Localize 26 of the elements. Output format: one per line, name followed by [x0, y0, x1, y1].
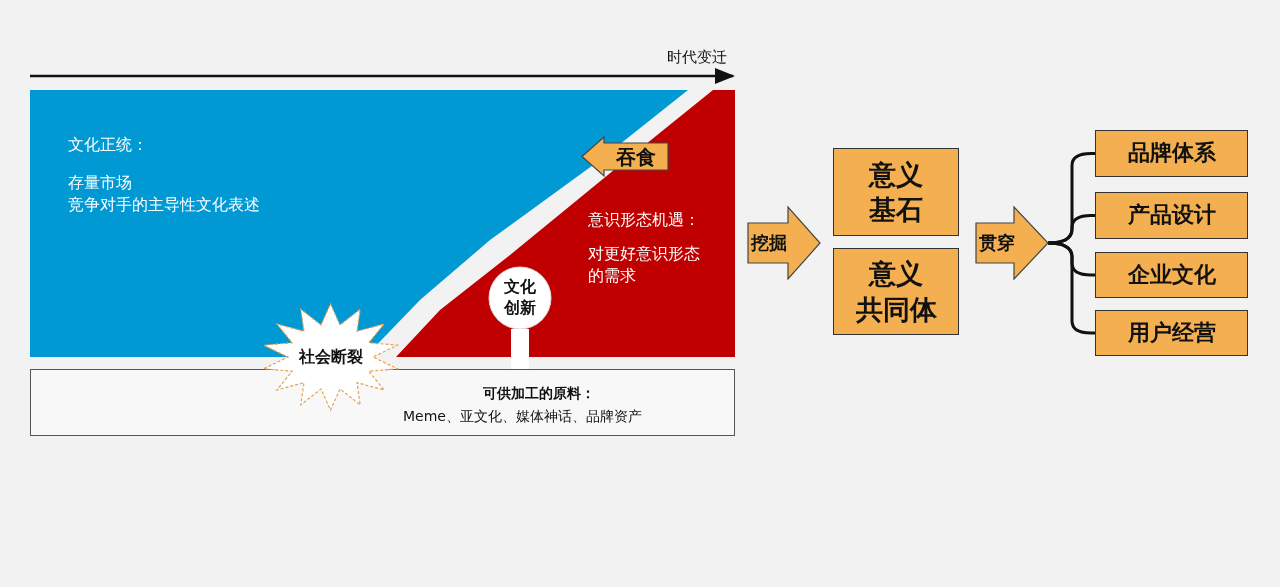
node-label: 企业文化 [1127, 261, 1216, 289]
heading: 可供加工的原料： [483, 384, 595, 403]
heading: 文化正统： [68, 134, 148, 156]
node-label: 社会断裂 [298, 347, 363, 367]
node-label: 用户经营 [1127, 319, 1216, 347]
node-label: 贯穿 [979, 232, 1015, 254]
process-box [1095, 192, 1248, 239]
axis-label: 时代变迁 [667, 48, 727, 67]
node-label: 意义共同体 [855, 257, 937, 327]
process-box [1095, 252, 1248, 298]
body-text: Meme、亚文化、媒体神话、品牌资产 [403, 407, 642, 426]
process-box [1095, 310, 1248, 356]
node-label: 意义基石 [869, 157, 923, 227]
body-text: 存量市场 [68, 172, 132, 194]
node-label: 产品设计 [1127, 202, 1216, 229]
node-label: 挖掘 [751, 232, 787, 254]
process-box [833, 248, 959, 335]
rectangle-box [30, 369, 735, 436]
process-box [833, 148, 959, 236]
node-label: 品牌体系 [1127, 140, 1216, 167]
right-arrow-shape [748, 207, 820, 279]
right-arrow-shape [976, 207, 1048, 279]
brace-line [1047, 214, 1095, 245]
process-box [1095, 130, 1248, 177]
starburst-shape [262, 304, 399, 410]
body-text: 竞争对手的主导性文化表述 [68, 194, 260, 216]
